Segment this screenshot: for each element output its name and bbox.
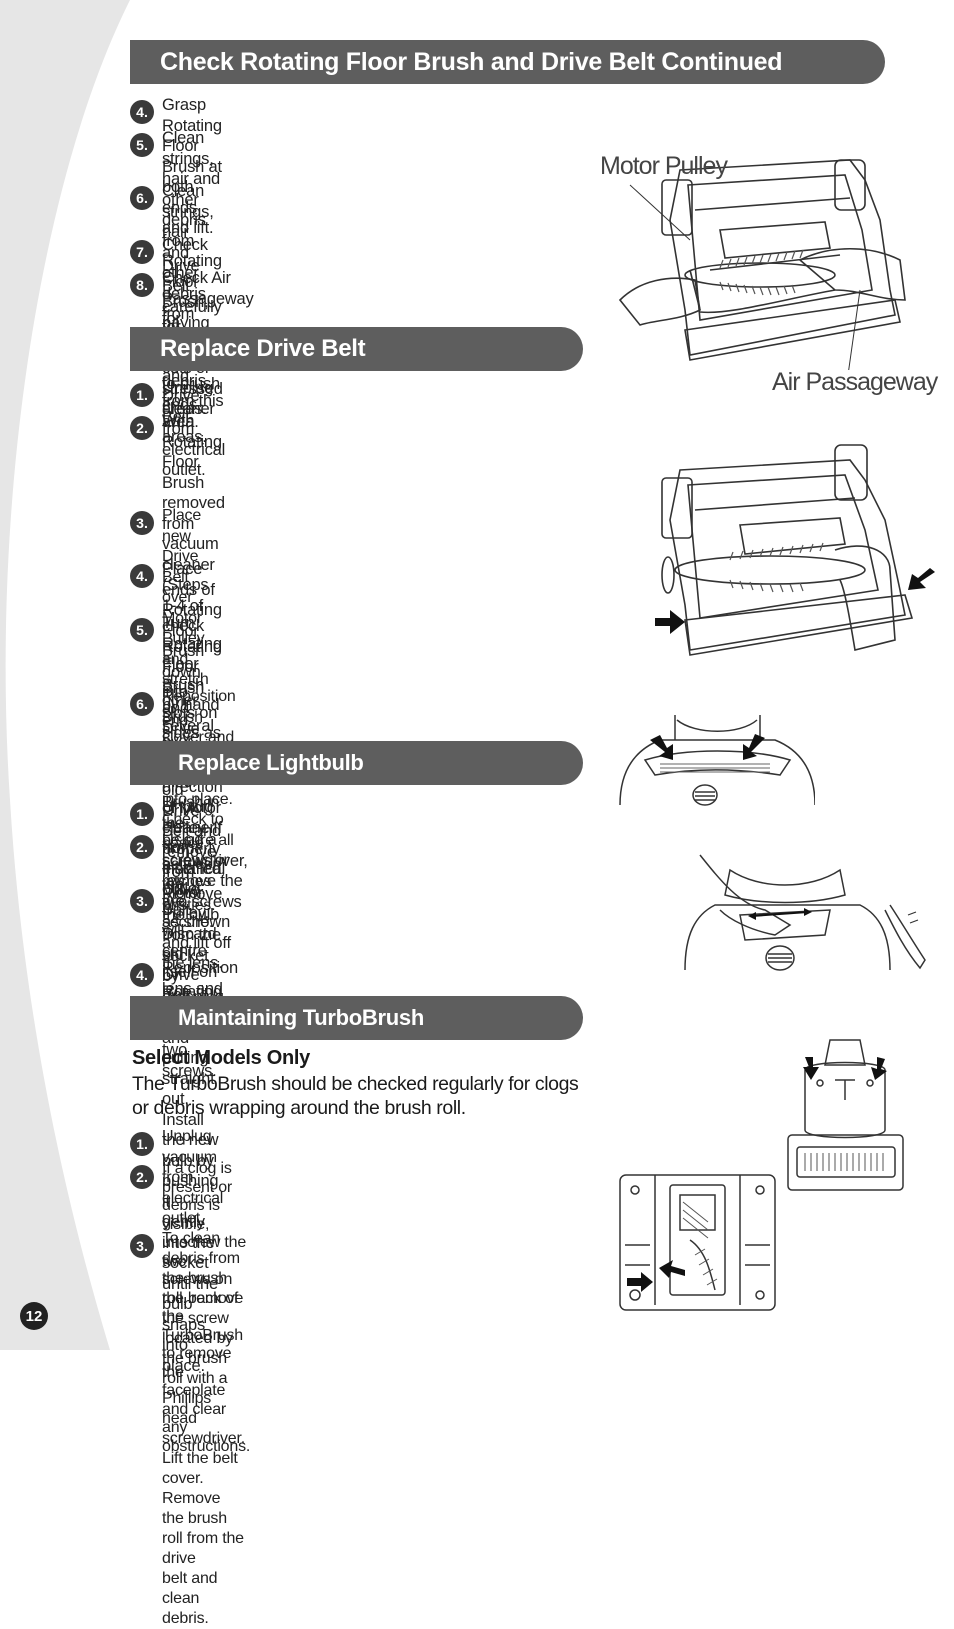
section-header-check-brush: Check Rotating Floor Brush and Drive Bel… xyxy=(130,40,885,84)
step-text: Unplug cleaner from electrical outlet. xyxy=(162,798,226,898)
arrow-icon xyxy=(659,1260,685,1278)
turbobrush-intro: The TurboBrush should be checked regular… xyxy=(132,1073,579,1119)
step-number-badge: 6. xyxy=(130,186,154,210)
arrow-icon xyxy=(650,735,673,760)
step-number-badge: 2. xyxy=(130,1165,154,1189)
step-number-badge: 1. xyxy=(130,1132,154,1156)
lightbulb-removal-illustration xyxy=(684,854,926,971)
air-passageway-label: Air Passageway xyxy=(772,368,938,396)
step-number-badge: 3. xyxy=(130,889,154,913)
step-number-badge: 4. xyxy=(130,564,154,588)
arrow-icon xyxy=(803,1057,819,1080)
step-number-badge: 8. xyxy=(130,273,154,297)
step-number-badge: 1. xyxy=(130,383,154,407)
step-number-badge: 3. xyxy=(130,511,154,535)
step-number-badge: 4. xyxy=(130,963,154,987)
arrow-icon xyxy=(908,568,935,590)
section-title: Check Rotating Floor Brush and Drive Bel… xyxy=(160,47,783,76)
arrow-icon xyxy=(627,1272,653,1292)
belt-placement-illustration xyxy=(655,444,935,656)
step-number-badge: 2. xyxy=(130,835,154,859)
step-number-badge: 1. xyxy=(130,802,154,826)
step-text: Unplug cleaner from electrical outlet. xyxy=(162,379,226,479)
step-number-badge: 5. xyxy=(130,618,154,642)
step-number-badge: 5. xyxy=(130,133,154,157)
section-header-maintaining-turbobrush: Maintaining TurboBrush xyxy=(130,996,583,1040)
select-models-subheading: Select Models Only xyxy=(132,1047,310,1069)
section-title: Replace Lightbulb xyxy=(178,750,364,775)
section-header-replace-lightbulb: Replace Lightbulb xyxy=(130,741,583,785)
arrow-icon xyxy=(871,1057,887,1080)
motor-pulley-label: Motor Pulley xyxy=(600,152,728,180)
lightbulb-lens-screws-illustration xyxy=(619,715,815,806)
step-number-badge: 6. xyxy=(130,692,154,716)
page-background-curve xyxy=(0,0,130,1350)
step-text: With Rotating Floor Brush removed from v… xyxy=(162,412,225,1004)
brush-lift-illustration xyxy=(618,159,906,370)
section-title: Maintaining TurboBrush xyxy=(178,1005,424,1030)
step-text: Grasp Rotating Floor Brush at both ends … xyxy=(162,96,222,237)
turbobrush-open-illustration xyxy=(619,1174,776,1311)
step-text: To clean debris from the brush roll, rem… xyxy=(162,1230,245,1627)
arrow-icon xyxy=(655,610,685,634)
arrow-icon xyxy=(743,734,765,760)
step-text: Unplug vacuum from electrical outlet. xyxy=(162,1128,224,1227)
step-number-badge: 4. xyxy=(130,100,154,124)
step-number-badge: 7. xyxy=(130,240,154,264)
section-header-replace-belt: Replace Drive Belt xyxy=(130,327,583,371)
step-text: Using a screwdriver, remove the two scre… xyxy=(162,831,248,972)
section-title: Replace Drive Belt xyxy=(160,335,366,362)
step-number-badge: 2. xyxy=(130,416,154,440)
step-number-badge: 3. xyxy=(130,1234,154,1258)
page-number: 12 xyxy=(20,1302,48,1330)
turbobrush-back-illustration xyxy=(787,1039,904,1191)
